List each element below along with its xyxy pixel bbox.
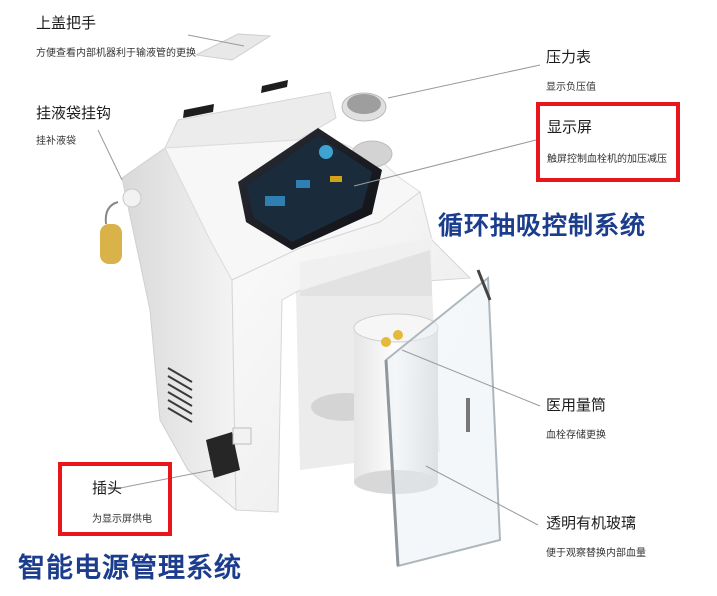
bag-hook [100, 188, 142, 264]
plug-title: 插头 [92, 479, 123, 497]
pressure-gauge-title: 压力表 [546, 48, 592, 66]
cylinder-desc: 血栓存储更换 [546, 430, 606, 441]
plug-desc: 为显示屏供电 [92, 514, 152, 525]
glass-title: 透明有机玻璃 [546, 514, 637, 532]
plug-highlight-box [58, 462, 172, 536]
cylinder-title: 医用量筒 [546, 396, 607, 414]
power-plug [206, 432, 240, 478]
lid-handle-plate [194, 33, 272, 61]
vent-grille [167, 367, 193, 423]
display-desc: 触屏控制血栓机的加压减压 [547, 154, 667, 165]
power-management-banner: 智能电源管理系统 [18, 553, 242, 584]
lid-handle-title: 上盖把手 [36, 14, 97, 32]
bag-hook-title: 挂液袋挂钩 [36, 104, 112, 122]
glass-desc: 便于观察替换内部血量 [546, 548, 646, 559]
lid-handle-desc: 方便查看内部机器利于输液管的更换 [36, 48, 196, 59]
bag-hook-desc: 挂补液袋 [36, 136, 76, 147]
acrylic-door [384, 269, 502, 568]
touch-display [238, 128, 382, 250]
display-title: 显示屏 [547, 118, 593, 136]
suction-control-banner: 循环抽吸控制系统 [438, 211, 647, 240]
pressure-gauge-desc: 显示负压值 [546, 82, 596, 93]
leader-lines [97, 34, 541, 526]
display-highlight-box [536, 102, 680, 182]
